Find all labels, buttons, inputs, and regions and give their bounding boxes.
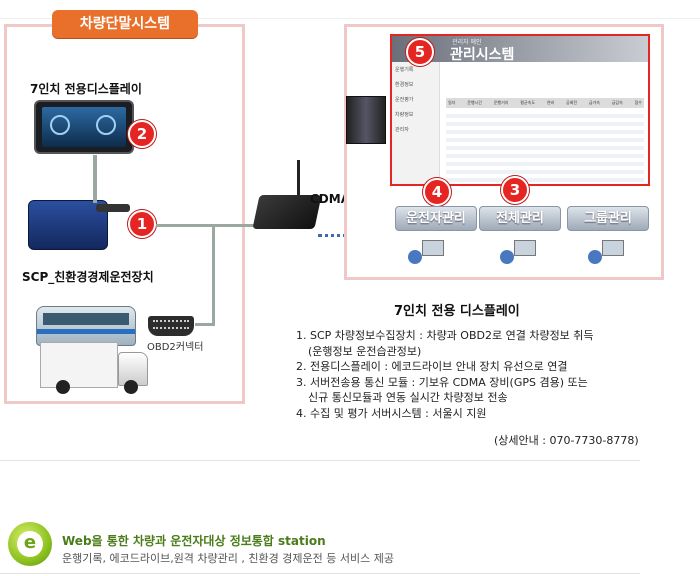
list-item: (운행정보 운전습관정보) <box>308 344 422 358</box>
server-rack <box>346 96 386 144</box>
line-scp-right <box>156 224 256 227</box>
menu-item[interactable]: 운전평가 <box>395 97 414 103</box>
screen-title: 관리시스템 <box>450 47 515 63</box>
total-management-button[interactable]: 전체관리 <box>479 206 561 231</box>
bus-image <box>36 306 136 346</box>
contact-info: (상세안내 : 070-7730-8778) <box>494 434 639 447</box>
line-obd-horiz <box>195 323 214 326</box>
footer-logo: e <box>8 522 52 566</box>
separator <box>0 460 640 461</box>
display-heading: 7인치 전용 디스플레이 <box>394 304 520 319</box>
user-computer-icon <box>588 240 624 268</box>
badge-2: 2 <box>128 120 156 148</box>
list-item: 4. 수집 및 평가 서버시스템 : 서울시 지원 <box>296 406 487 420</box>
menu-item[interactable]: 관리자 <box>395 127 409 133</box>
scp-device <box>28 200 108 250</box>
badge-3: 3 <box>501 176 529 204</box>
footer-title: Web을 통한 차량과 운전자대상 정보통합 station <box>62 534 326 548</box>
left-panel-title: 차량단말시스템 <box>52 10 198 38</box>
line-obd-vert <box>212 226 215 326</box>
list-item: 3. 서버전송용 통신 모듈 : 기보유 CDMA 장비(GPS 겸용) 또는 <box>296 375 588 389</box>
obd-label: OBD2커넥터 <box>147 342 204 353</box>
menu-item[interactable]: 차량정보 <box>395 112 414 118</box>
badge-1: 1 <box>128 210 156 238</box>
list-item: 1. SCP 차량정보수집장치 : 차량과 OBD2로 연결 차량정보 취득 <box>296 329 594 342</box>
list-item: 2. 전용디스플레이 : 에코드라이브 안내 장치 유선으로 연결 <box>296 360 568 373</box>
feature-list: 1. SCP 차량정보수집장치 : 차량과 OBD2로 연결 차량정보 취득 (… <box>296 328 676 421</box>
top-rule <box>0 18 700 19</box>
user-computer-icon <box>408 240 444 268</box>
driver-management-button[interactable]: 운전자관리 <box>395 206 477 231</box>
screen-table-rows <box>446 110 644 182</box>
display-device <box>34 100 134 154</box>
screen-sidebar: 운행기록 환경정보 운전평가 차량정보 관리자 <box>392 62 440 184</box>
truck-wheel-2 <box>124 380 138 394</box>
badge-5: 5 <box>406 38 434 66</box>
scp-label: SCP_친환경경제운전장치 <box>22 270 154 284</box>
badge-4: 4 <box>423 178 451 206</box>
antenna <box>297 160 300 196</box>
truck-wheel <box>56 380 70 394</box>
screen-small: 관리자 메인 <box>452 39 482 46</box>
footer-subtitle: 운행기록, 에코드라이브,원격 차량관리 , 친환경 경제운전 등 서비스 제공 <box>62 552 394 565</box>
separator-bottom <box>0 573 640 574</box>
management-screen: 관리자 메인 관리시스템 운행기록 환경정보 운전평가 차량정보 관리자 일자 … <box>390 34 650 186</box>
menu-item[interactable]: 환경정보 <box>395 82 414 88</box>
truck-image <box>40 342 118 388</box>
obd-connector <box>148 316 194 336</box>
menu-item[interactable]: 운행기록 <box>395 67 414 73</box>
scp-cable <box>96 204 130 212</box>
display-label: 7인치 전용디스플레이 <box>30 82 142 96</box>
list-item: 신규 통신모듈과 연동 실시간 차량정보 전송 <box>308 391 508 404</box>
screen-table-header: 일자 운행시간 운행거리 평균속도 연비 공회전 급가속 급감속 점수 <box>446 98 644 108</box>
screen-header: 관리자 메인 관리시스템 <box>392 36 648 63</box>
line-display <box>93 155 97 203</box>
group-management-button[interactable]: 그룹관리 <box>567 206 649 231</box>
footer-logo-inner: e <box>17 531 43 557</box>
user-computer-icon <box>500 240 536 268</box>
